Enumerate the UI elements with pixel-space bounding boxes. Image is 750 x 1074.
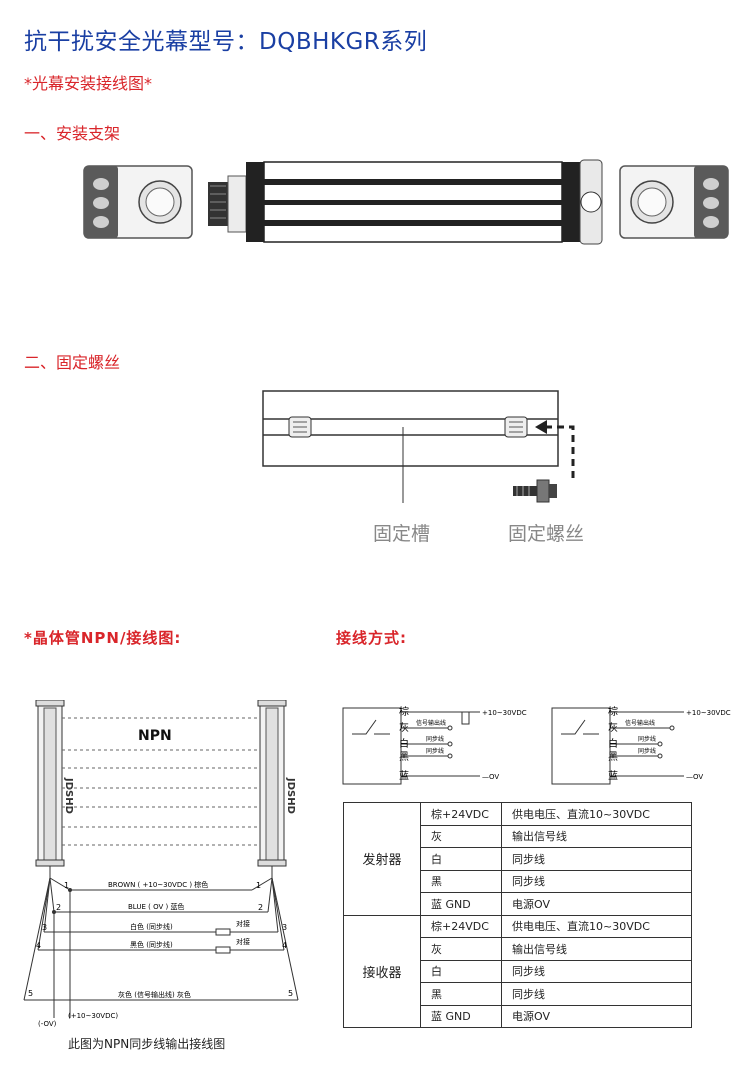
section-bracket-title: 一、安装支架 <box>24 124 121 143</box>
signal-label-receiver: 信号输出线 <box>625 719 655 727</box>
nut-right-icon <box>504 416 528 438</box>
table-cell: 白 <box>420 959 502 983</box>
sync-label-receiver-1: 同步线 <box>638 735 656 743</box>
nut-left-icon <box>288 416 312 438</box>
wire-number-5-left: 5 <box>28 989 33 998</box>
table-cell: 蓝 GND <box>420 1004 502 1028</box>
wiring-schematics: 棕 灰 白 黑 蓝 信号输出线 同步线 同步线 +10~30VDC —OV 棕 … <box>342 705 731 785</box>
schematic-receiver: 棕 灰 白 黑 蓝 信号输出线 同步线 同步线 +10~30VDC —OV <box>551 705 731 785</box>
wire-brown-receiver: 棕 <box>608 705 618 718</box>
table-cell: 灰 <box>420 824 502 848</box>
table-cell: 棕+24VDC <box>420 802 502 826</box>
left-bracket-image <box>83 165 193 239</box>
wire-black-receiver: 黑 <box>608 751 618 763</box>
table-cell: 白 <box>420 847 502 871</box>
wire-number-1-right: 1 <box>256 881 261 890</box>
emitter-brand: JDSHD <box>63 777 74 814</box>
wire-grey-receiver: 灰 <box>608 721 618 734</box>
table-cell: 输出信号线 <box>501 937 692 961</box>
table-cell: 灰 <box>420 937 502 961</box>
wire-white-receiver: 白 <box>608 737 618 750</box>
group-emitter: 发射器 <box>343 802 421 916</box>
wire-label-black: 黑色 (同步线) <box>130 940 173 949</box>
section-screw-title: 二、固定螺丝 <box>24 353 121 372</box>
table-cell: 黑 <box>420 869 502 893</box>
wire-white-emitter: 白 <box>399 737 409 750</box>
table-row: 蓝 GND 电源OV <box>344 1004 692 1028</box>
wire-number-2-left: 2 <box>56 903 61 912</box>
table-cell: 蓝 GND <box>420 892 502 916</box>
screw-label: 固定螺丝 <box>508 523 585 545</box>
slot-label: 固定槽 <box>373 523 431 545</box>
section-wiring-title: 接线方式: <box>336 629 407 647</box>
signal-label-emitter: 信号输出线 <box>416 719 446 727</box>
wire-label-white: 白色 (同步线) <box>130 922 173 931</box>
wire-label-grey: 灰色 (信号输出线) 灰色 <box>118 990 191 999</box>
page-title: 抗干扰安全光幕型号：DQBHKGR系列 <box>24 29 428 55</box>
screw-icon <box>513 479 557 503</box>
wire-number-4-left: 4 <box>36 941 41 950</box>
npn-beam-label: NPN <box>138 728 172 744</box>
npn-wiring-diagram: JDSHD JDSHD NPN 1 1 2 2 3 3 4 4 5 5 <box>23 700 299 1028</box>
sync-label-emitter-2: 同步线 <box>426 747 444 755</box>
wire-blue-receiver: 蓝 <box>608 770 618 782</box>
table-cell: 黑 <box>420 982 502 1006</box>
light-beams <box>62 717 260 846</box>
npn-caption: 此图为NPN同步线输出接线图 <box>68 1037 226 1051</box>
bracket-illustration <box>83 159 729 245</box>
vplus-label-receiver: +10~30VDC <box>686 709 731 717</box>
wire-label-brown: BROWN ( +10~30VDC ) 棕色 <box>108 880 208 889</box>
section-npn-title: *晶体管NPN/接线图: <box>24 629 182 647</box>
table-cell: 同步线 <box>501 982 692 1006</box>
wire-number-4-right: 4 <box>282 941 287 950</box>
table-row: 灰 输出信号线 <box>344 824 692 848</box>
receiver-brand: JDSHD <box>285 777 296 814</box>
wire-grey-emitter: 灰 <box>399 721 409 734</box>
table-cell: 电源OV <box>501 1004 692 1028</box>
positive-supply-label: (+10~30VDC) <box>68 1012 118 1020</box>
pair-label-black: 对接 <box>236 937 250 946</box>
vminus-label-emitter: —OV <box>482 773 499 781</box>
wire-brown-emitter: 棕 <box>399 705 409 718</box>
wire-spec-table: 发射器 棕+24VDC 供电电压、直流10~30VDC 灰 输出信号线 白 同步… <box>343 802 692 1028</box>
table-cell: 供电电压、直流10~30VDC <box>501 914 692 938</box>
wire-blue-emitter: 蓝 <box>399 770 409 782</box>
wire-number-2-right: 2 <box>258 903 263 912</box>
negative-supply-label: (-OV) <box>38 1020 57 1028</box>
sync-label-receiver-2: 同步线 <box>638 747 656 755</box>
right-bracket-image <box>619 165 729 239</box>
table-row: 发射器 棕+24VDC 供电电压、直流10~30VDC <box>343 802 692 916</box>
light-curtain-body-image <box>208 159 603 245</box>
insert-arrow <box>545 425 575 483</box>
sync-label-emitter-1: 同步线 <box>426 735 444 743</box>
table-cell: 同步线 <box>501 847 692 871</box>
table-row: 白 同步线 <box>344 847 692 871</box>
table-cell: 同步线 <box>501 959 692 983</box>
table-cell: 电源OV <box>501 892 692 916</box>
screw-illustration <box>262 390 575 503</box>
table-row: 灰 输出信号线 <box>344 937 692 961</box>
vplus-label-emitter: +10~30VDC <box>482 709 527 717</box>
pair-label-white: 对接 <box>236 919 250 928</box>
wire-number-3-left: 3 <box>42 923 47 932</box>
table-cell: 输出信号线 <box>501 824 692 848</box>
wire-number-1-left: 1 <box>64 881 69 890</box>
table-row: 接收器 棕+24VDC 供电电压、直流10~30VDC <box>343 914 692 1028</box>
wire-number-5-right: 5 <box>288 989 293 998</box>
table-cell: 同步线 <box>501 869 692 893</box>
table-row: 黑 同步线 <box>344 869 692 893</box>
wire-label-blue: BLUE ( OV ) 蓝色 <box>128 902 184 911</box>
table-cell: 棕+24VDC <box>420 914 502 938</box>
table-cell: 供电电压、直流10~30VDC <box>501 802 692 826</box>
page-subtitle: *光幕安装接线图* <box>24 74 153 93</box>
table-row: 蓝 GND 电源OV <box>344 892 692 916</box>
vminus-label-receiver: —OV <box>686 773 703 781</box>
wire-black-emitter: 黑 <box>399 751 409 763</box>
group-receiver: 接收器 <box>343 914 421 1028</box>
wire-number-3-right: 3 <box>282 923 287 932</box>
schematic-emitter: 棕 灰 白 黑 蓝 信号输出线 同步线 同步线 +10~30VDC —OV <box>342 705 527 785</box>
